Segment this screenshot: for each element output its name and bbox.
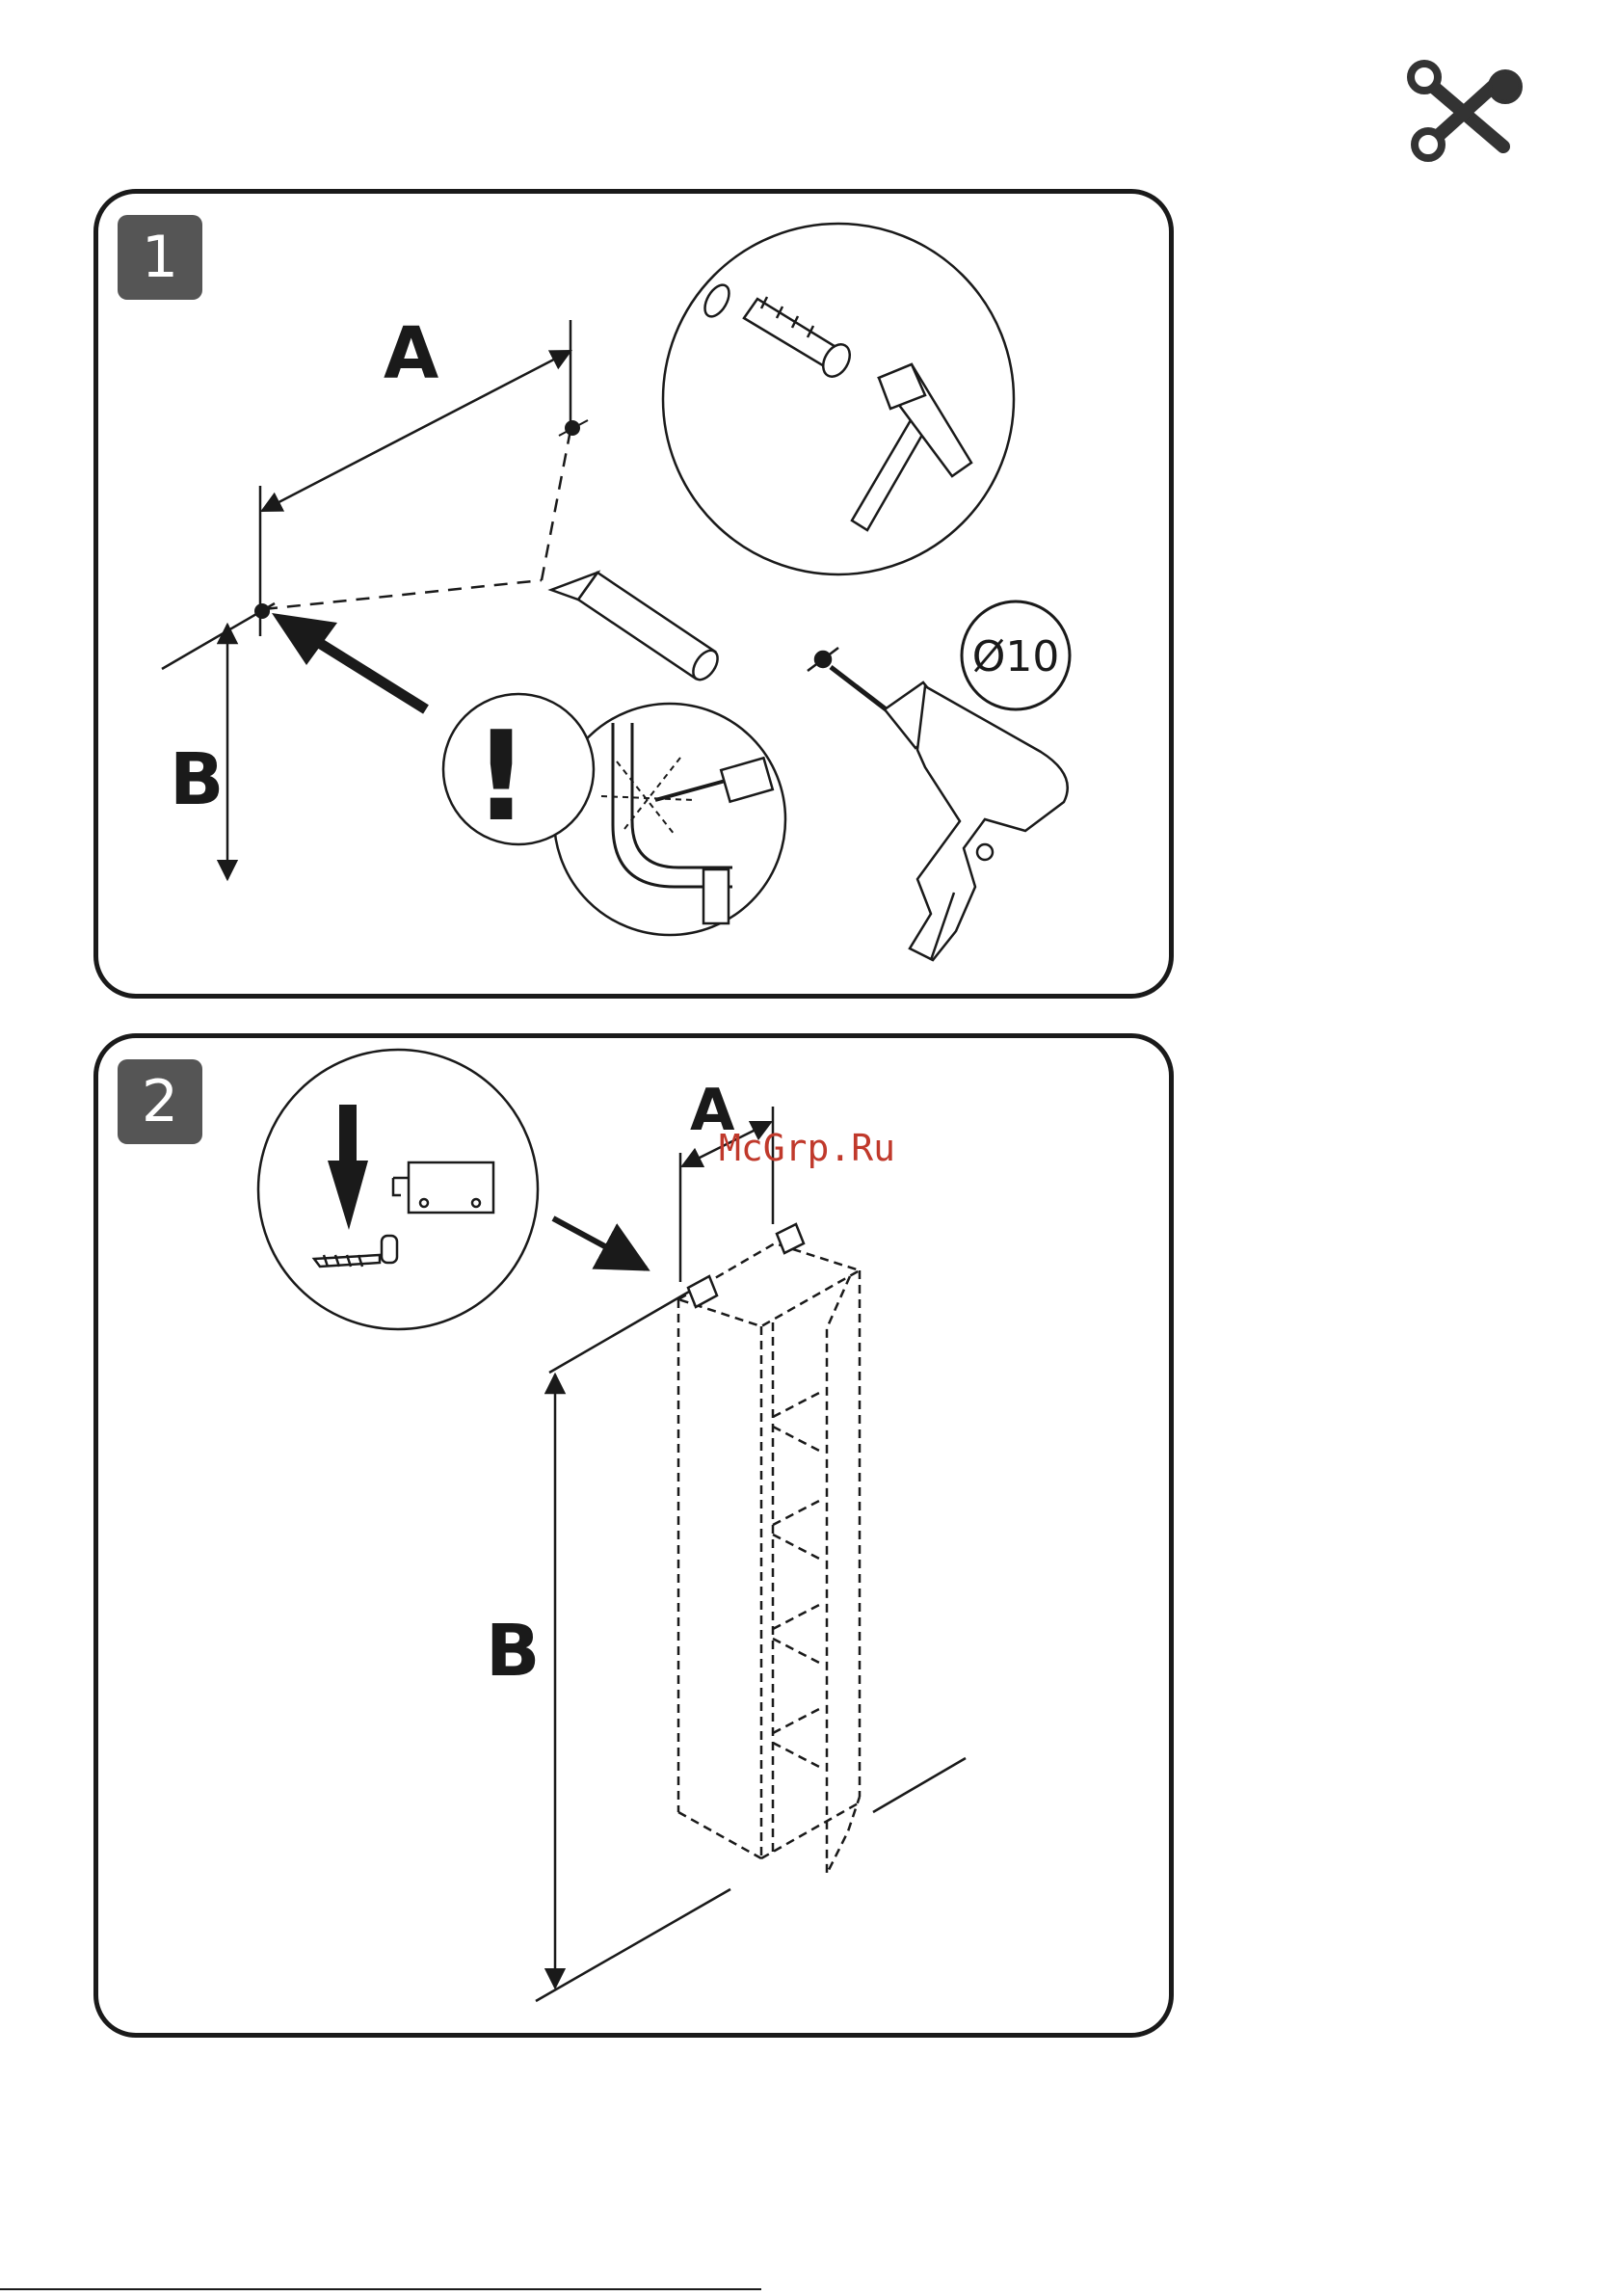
hammer-icon bbox=[852, 364, 971, 530]
pencil-icon bbox=[551, 573, 723, 684]
cabinet-bracket bbox=[688, 1224, 804, 1307]
step1-label-a: A bbox=[384, 312, 438, 395]
step1-label-b: B bbox=[170, 738, 224, 821]
cabinet-outline-icon bbox=[678, 1243, 860, 1874]
drill-size-label: Ø10 bbox=[972, 632, 1060, 681]
plug-hammer-detail bbox=[663, 224, 1014, 574]
pointer-arrow-2 bbox=[553, 1218, 646, 1268]
wrench-screwdriver-icon bbox=[1411, 64, 1521, 158]
step2-label-b: B bbox=[486, 1610, 540, 1693]
watermark: McGrp.Ru bbox=[719, 1127, 895, 1169]
pointer-arrow bbox=[272, 613, 426, 709]
wall-plug-icon bbox=[744, 297, 855, 382]
warning-mark: ! bbox=[473, 706, 529, 849]
hole-mark bbox=[254, 420, 588, 619]
bracket-detail bbox=[258, 1050, 538, 1329]
wall-bracket-icon bbox=[393, 1162, 493, 1213]
